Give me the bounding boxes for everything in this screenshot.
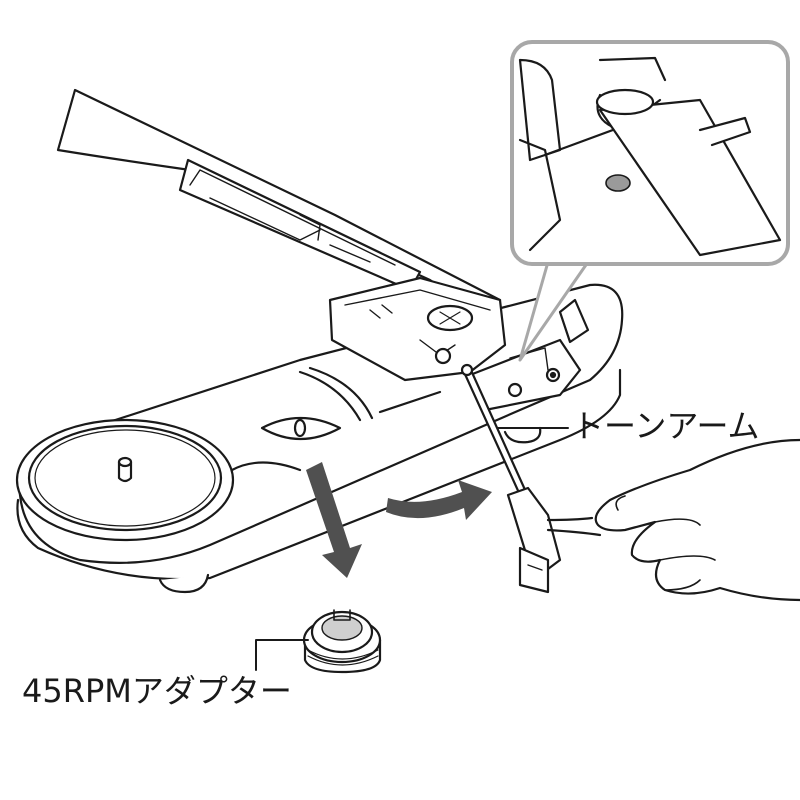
adapter-recess	[260, 416, 342, 441]
arrow-down	[306, 462, 362, 578]
leader-lines	[255, 427, 569, 671]
inset-callout	[510, 40, 790, 362]
dust-cover	[56, 88, 502, 304]
tonearm-housing	[328, 276, 590, 412]
leader-adapter	[255, 639, 309, 671]
adapter-illustration	[302, 609, 382, 674]
adapter-label: 45RPMアダプター	[22, 672, 292, 710]
tonearm	[460, 363, 602, 594]
tonearm-label: トーンアーム	[572, 407, 760, 445]
platter	[15, 418, 235, 542]
hand-illustration	[594, 438, 800, 602]
arrow-right	[386, 480, 492, 520]
